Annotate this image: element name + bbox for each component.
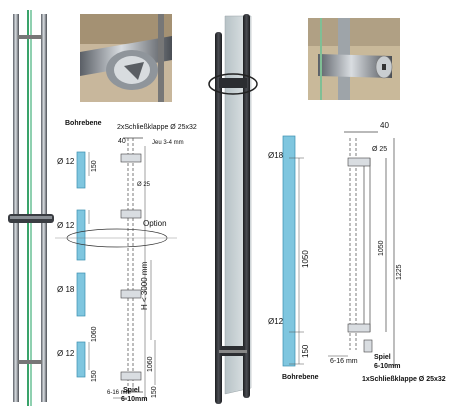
right-clamp-label: 1xSchließklappe Ø 25x32 bbox=[362, 376, 446, 383]
left-bottom-dim: 150 bbox=[151, 386, 158, 398]
left-length-150b: 150 bbox=[91, 370, 98, 382]
right-play-1: Spiel bbox=[374, 354, 391, 361]
right-top-dim: 40 bbox=[380, 121, 389, 130]
right-length-150: 150 bbox=[301, 344, 310, 358]
left-middle-dim: 1060 bbox=[147, 356, 154, 372]
left-length-1060: 1060 bbox=[91, 326, 98, 342]
left-technical-drawing: Bohrebene 2xSchließklappe Ø 25x32 40 Jeu… bbox=[55, 110, 197, 410]
left-top-dim: 40 bbox=[118, 138, 126, 145]
left-play-top: Jeu 3-4 mm bbox=[152, 140, 184, 146]
left-play-bottom-1: Spiel bbox=[123, 387, 140, 394]
left-diameter-12a: Ø 12 bbox=[57, 157, 75, 166]
right-length-1050b: 1050 bbox=[378, 240, 385, 256]
right-d25: Ø 25 bbox=[372, 146, 388, 153]
right-diameter-12: Ø12 bbox=[268, 317, 284, 326]
left-option-label: Option bbox=[143, 219, 167, 228]
right-drill-plane-heading: Bohrebene bbox=[282, 374, 319, 381]
left-drill-plane-heading: Bohrebene bbox=[65, 120, 102, 127]
right-diameter-18: Ø18 bbox=[268, 151, 284, 160]
left-handle-illustration bbox=[0, 0, 60, 411]
left-diameter-12c: Ø 12 bbox=[57, 349, 75, 358]
center-handle-illustration bbox=[195, 10, 275, 410]
right-play-2: 6-10mm bbox=[374, 363, 401, 370]
clamp-photo-right bbox=[308, 18, 400, 100]
left-diameter-18: Ø 18 bbox=[57, 285, 75, 294]
left-clamp-title: 2xSchließklappe Ø 25x32 bbox=[117, 124, 197, 131]
right-offset: 6-16 mm bbox=[330, 358, 358, 365]
right-length-1225: 1225 bbox=[396, 264, 403, 280]
right-length-1050: 1050 bbox=[301, 250, 310, 268]
left-length-150a: 150 bbox=[91, 160, 98, 172]
left-offset: 6-16 mm bbox=[107, 390, 131, 396]
clamp-photo-left bbox=[80, 14, 172, 102]
left-total-height: H < 3000 mm bbox=[140, 261, 149, 310]
left-play-bottom-2: 6-10mm bbox=[121, 396, 148, 403]
left-diameter-12b: Ø 12 bbox=[57, 221, 75, 230]
right-technical-drawing: Ø18 Ø12 1050 150 Bohrebene 40 Ø 25 1050 … bbox=[268, 118, 468, 408]
left-d25: Ø 25 bbox=[137, 182, 151, 188]
